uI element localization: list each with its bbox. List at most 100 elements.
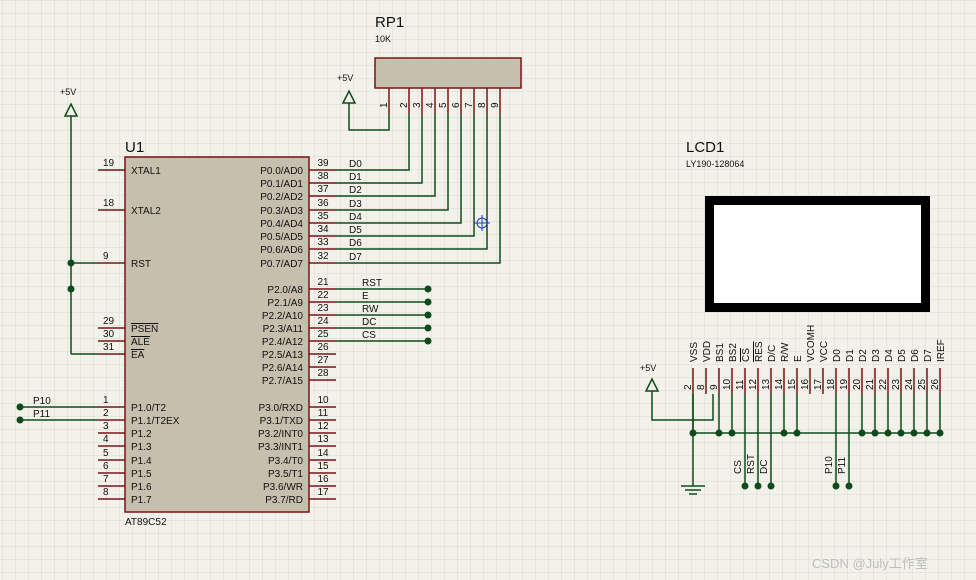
net-terminal: [741, 482, 749, 490]
lcd-pin-name: CS: [741, 348, 752, 362]
u1-microcontroller[interactable]: U1 AT89C52 19XTAL118XTAL29RST29PSEN30ALE…: [98, 139, 336, 528]
lcd-pin-number: 17: [813, 378, 824, 390]
rp1-pin-number: 8: [477, 102, 488, 108]
lcd-pin-name: E: [793, 355, 804, 362]
junction-dot: [871, 429, 879, 437]
u1-pin-name: P0.5/AD5: [260, 232, 303, 243]
u1-part-name: AT89C52: [125, 517, 167, 528]
net-label-data: D2: [349, 185, 362, 196]
junction-dot: [923, 429, 931, 437]
net-label-data: D1: [349, 172, 362, 183]
lcd-pin-number: 22: [878, 378, 889, 390]
u1-pin-number: 30: [103, 329, 115, 340]
net-label-control: DC: [362, 317, 376, 328]
vcc-symbol-rp1[interactable]: +5V: [337, 73, 390, 131]
lcd-pin-name: VSS: [689, 342, 700, 362]
vcc-symbol-lcd[interactable]: +5V: [640, 363, 714, 421]
net-label-control: CS: [362, 330, 376, 341]
u1-pin-number: 15: [317, 461, 329, 472]
u1-pin-name: P1.4: [131, 456, 152, 467]
u1-pin-number: 33: [317, 237, 329, 248]
u1-pin-number: 13: [317, 434, 329, 445]
lcd-pin-name: D2: [858, 349, 869, 362]
lcd1-reference: LCD1: [686, 139, 724, 156]
u1-pin-name: P0.2/AD2: [260, 192, 303, 203]
lcd1-pins: VSS2VDD8BS19BS210CS11RES12D/C13R/W14E15V…: [683, 325, 947, 394]
net-terminal: [424, 337, 432, 345]
net-terminal-p10[interactable]: [16, 403, 24, 411]
lcd-junctions: [689, 394, 944, 437]
rp1-pin-number: 2: [399, 102, 410, 108]
u1-pin-number: 6: [103, 461, 109, 472]
net-label-data: D7: [349, 252, 362, 263]
u1-pin-name: P3.6/WR: [263, 482, 303, 493]
u1-pin-name: PSEN: [131, 324, 158, 335]
net-label-data: D3: [349, 199, 362, 210]
u1-pin-number: 26: [317, 342, 329, 353]
lcd-pin-name: D6: [910, 349, 921, 362]
net-label-lcd: RST: [746, 454, 757, 474]
rp1-pin-number: 4: [425, 102, 436, 108]
data-wire: [336, 114, 449, 211]
u1-pin-name: EA: [131, 350, 145, 361]
ground-icon: [681, 485, 705, 495]
junction-dot: [728, 429, 736, 437]
lcd-pin-name: R/W: [780, 342, 791, 362]
u1-pin-name: P3.4/T0: [268, 456, 303, 467]
u1-pin-name: P2.2/A10: [262, 311, 304, 322]
u1-pin-number: 9: [103, 251, 109, 262]
u1-pin-number: 10: [317, 395, 329, 406]
u1-pin-number: 7: [103, 474, 109, 485]
lcd-pin-name: D1: [845, 349, 856, 362]
lcd-pin-name: D0: [832, 349, 843, 362]
lcd1-display[interactable]: LCD1 LY190-128064 VSS2VDD8BS19BS210CS11R…: [683, 139, 947, 394]
rp1-reference: RP1: [375, 14, 404, 31]
u1-pin-name: P2.6/A14: [262, 363, 304, 374]
net-label-p10: P10: [33, 396, 51, 407]
u1-pin-number: 21: [317, 277, 329, 288]
lcd-pin-name: BS1: [715, 343, 726, 362]
u1-reference: U1: [125, 139, 144, 156]
u1-pin-name: P1.1/T2EX: [131, 416, 180, 427]
u1-pin-number: 8: [103, 487, 109, 498]
net-terminal: [832, 482, 840, 490]
rp1-pin-number: 9: [490, 102, 501, 108]
net-label-data: D0: [349, 159, 362, 170]
u1-body: [124, 156, 310, 513]
vcc-label: +5V: [60, 87, 76, 97]
lcd-pin-number: 26: [930, 378, 941, 390]
u1-pin-name: P3.2/INT0: [258, 429, 303, 440]
u1-pin-name: P2.7/A15: [262, 376, 304, 387]
lcd-pin-number: 12: [748, 378, 759, 390]
junction-dot: [67, 285, 75, 293]
rp1-body: [374, 57, 522, 89]
u1-pin-number: 23: [317, 303, 329, 314]
data-wire: [336, 114, 501, 264]
net-terminal-p11[interactable]: [16, 416, 24, 424]
net-label-p11: P11: [33, 409, 50, 420]
net-terminal: [424, 324, 432, 332]
u1-pin-number: 32: [317, 251, 329, 262]
probe-crosshair-icon[interactable]: [474, 215, 490, 231]
u1-pin-number: 2: [103, 408, 109, 419]
u1-power-wires: [70, 116, 98, 355]
u1-pin-name: P0.4/AD4: [260, 219, 303, 230]
u1-pin-name: P3.3/INT1: [258, 442, 303, 453]
junction-dot: [67, 259, 75, 267]
net-label-lcd: DC: [759, 460, 770, 474]
u1-pin-name: P3.0/RXD: [259, 403, 303, 414]
lcd-pin-number: 19: [839, 378, 850, 390]
data-wire: [336, 114, 462, 224]
lcd1-screen: [714, 205, 921, 303]
net-label-control: RST: [362, 278, 382, 289]
rp1-pin-number: 1: [379, 102, 390, 108]
data-wire: [336, 114, 423, 184]
rp1-pin-number: 7: [464, 102, 475, 108]
u1-pin-number: 16: [317, 474, 329, 485]
